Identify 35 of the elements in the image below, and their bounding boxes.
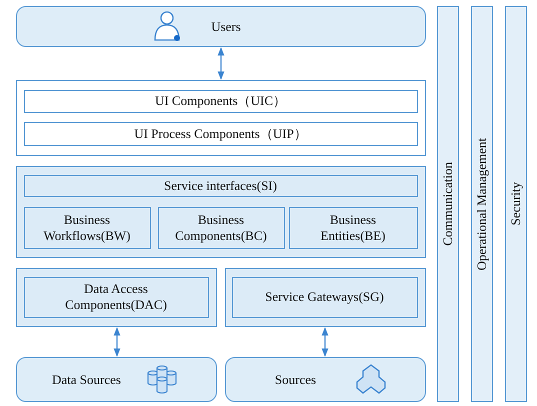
layer-box [16, 268, 217, 327]
node-label: Sources [274, 372, 316, 388]
node-label: Service interfaces(SI) [164, 178, 277, 194]
user-layer-box [16, 6, 426, 47]
layer-box [16, 166, 426, 258]
component-box [24, 276, 208, 318]
component-box [24, 122, 418, 146]
layer-box [225, 268, 426, 327]
external-source-box [225, 357, 426, 402]
node-label: Business Workflows(BW) [42, 212, 132, 244]
vertical-band [437, 6, 459, 402]
vertical-band [505, 6, 527, 402]
node-label: UI Process Components（UIP） [134, 126, 307, 142]
band-label: Operational Management [474, 138, 490, 270]
node-label: UI Components（UIC） [154, 93, 286, 109]
node-label: Business Components(BC) [174, 212, 268, 244]
double-arrow [322, 327, 328, 357]
data-store-box [16, 357, 217, 402]
component-box [24, 174, 418, 196]
band-label: Communication [440, 162, 456, 246]
node-label: Business Entities(BE) [320, 212, 386, 244]
component-box [158, 206, 284, 248]
component-box [24, 206, 150, 248]
node-label: Service Gateways(SG) [265, 289, 384, 305]
layer-box [16, 80, 426, 156]
component-box [288, 206, 418, 248]
node-label: Data Sources [52, 372, 121, 388]
component-box [232, 276, 418, 318]
component-box [24, 90, 418, 112]
node-label: Data Access Components(DAC) [64, 281, 168, 313]
double-arrow [218, 47, 224, 80]
double-arrow [114, 327, 120, 357]
vertical-band [471, 6, 493, 402]
band-label: Security [508, 182, 524, 226]
node-label: Users [211, 18, 241, 34]
